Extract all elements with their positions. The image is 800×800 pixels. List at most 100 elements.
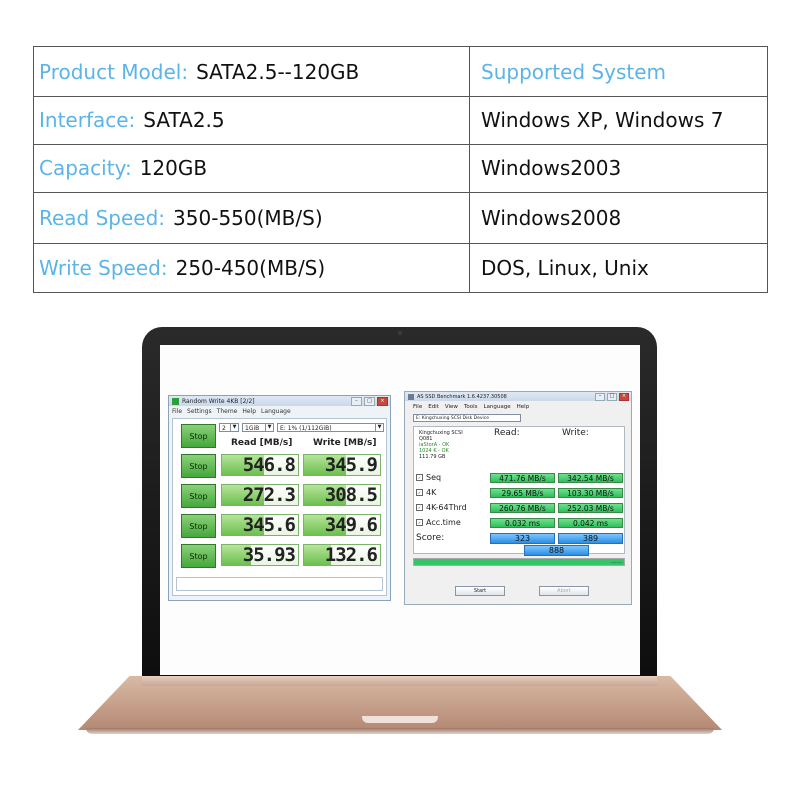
read-value: 345.6 xyxy=(242,514,296,536)
score-total: 888 xyxy=(524,545,589,556)
abort-button[interactable]: Abort xyxy=(539,586,589,596)
checkbox[interactable]: ✓ xyxy=(416,474,423,481)
read-value: 546.8 xyxy=(242,454,296,476)
drive-value: E: Kingchuxing SCSI Disk Device xyxy=(416,416,490,421)
menu-help[interactable]: Help xyxy=(242,408,257,415)
table-row: Write Speed: 250-450(MB/S) DOS, Linux, Un… xyxy=(34,243,767,293)
drive-info: Kingchuxing SCSI Q081 iaStorA - OK 1024 … xyxy=(419,430,463,460)
count-value: 2 xyxy=(222,425,226,432)
spec-cell: Capacity: 120GB xyxy=(39,144,464,192)
test-label: Seq xyxy=(426,473,442,482)
system-item: Windows XP, Windows 7 xyxy=(481,108,724,132)
test-row-seq: ✓Seq xyxy=(416,473,441,482)
stop-button[interactable]: Stop xyxy=(181,514,216,538)
menu-theme[interactable]: Theme xyxy=(216,408,238,415)
minimize-icon[interactable]: – xyxy=(351,397,362,406)
maximize-icon[interactable]: □ xyxy=(607,393,617,401)
write-fill xyxy=(304,455,346,475)
stop-button[interactable]: Stop xyxy=(181,454,216,478)
progress-time: --:--:-- xyxy=(610,560,622,565)
size-select[interactable]: 1GiB▼ xyxy=(242,423,274,432)
write-result: 252.03 MB/s xyxy=(558,503,623,513)
menu-settings[interactable]: Settings xyxy=(187,408,212,415)
progress-fill xyxy=(414,559,624,565)
results-panel: Kingchuxing SCSI Q081 iaStorA - OK 1024 … xyxy=(413,426,625,556)
laptop-hinge xyxy=(142,676,657,686)
system-item: DOS, Linux, Unix xyxy=(481,256,649,280)
spec-label: Write Speed: xyxy=(39,256,168,280)
read-value: 272.3 xyxy=(242,484,296,506)
stop-button[interactable]: Stop xyxy=(181,484,216,508)
window-controls: – □ × xyxy=(351,397,388,406)
checkbox[interactable]: ✓ xyxy=(416,504,423,511)
stop-all-button[interactable]: Stop xyxy=(181,424,216,448)
test-row-4k: ✓4K xyxy=(416,488,436,497)
write-result: 308.5 xyxy=(303,484,381,506)
write-value: 308.5 xyxy=(324,484,378,506)
window-titlebar[interactable]: Random Write 4KB [2/2] – □ × xyxy=(169,396,390,406)
spec-value: 250-450(MB/S) xyxy=(175,256,326,280)
menu-bar: File Settings Theme Help Language xyxy=(172,408,291,415)
read-result: 29.65 MB/s xyxy=(490,488,555,498)
chevron-down-icon: ▼ xyxy=(375,424,383,431)
supported-system-header: Supported System xyxy=(481,59,666,84)
window-title: AS SSD Benchmark 1.6.4237.30508 xyxy=(417,393,507,400)
test-label: 4K-64Thrd xyxy=(426,503,467,512)
drive-select[interactable]: E: 1% (1/112GiB)▼ xyxy=(277,423,384,432)
checkbox[interactable]: ✓ xyxy=(416,519,423,526)
spec-value: SATA2.5 xyxy=(143,108,225,132)
spec-cell: Interface:SATA2.5 xyxy=(39,96,464,144)
menu-file[interactable]: File xyxy=(172,408,183,415)
spec-cell: Product Model:SATA2.5--120GB xyxy=(39,47,464,96)
drive-size: 111.79 GB xyxy=(419,454,446,460)
read-result: 345.6 xyxy=(221,514,299,536)
window-titlebar[interactable]: AS SSD Benchmark 1.6.4237.30508 – □ × xyxy=(405,392,631,401)
write-fill xyxy=(304,515,346,535)
read-fill xyxy=(222,545,251,565)
write-value: 345.9 xyxy=(324,454,378,476)
read-result: 272.3 xyxy=(221,484,299,506)
write-value: 349.6 xyxy=(324,514,378,536)
size-value: 1GiB xyxy=(245,425,260,432)
crystaldiskmark-window: Random Write 4KB [2/2] – □ × File Settin… xyxy=(168,395,391,601)
comment-field[interactable] xyxy=(176,577,383,591)
laptop-notch xyxy=(362,716,438,723)
table-row: Interface:SATA2.5 Windows XP, Windows 7 xyxy=(34,96,767,145)
score-write: 389 xyxy=(558,533,623,544)
laptop-base-edge xyxy=(86,728,714,734)
checkbox[interactable]: ✓ xyxy=(416,489,423,496)
read-fill xyxy=(222,485,264,505)
test-label: 4K xyxy=(426,488,437,497)
benchmark-panel: Stop 2▼ 1GiB▼ E: 1% (1/112GiB)▼ Read [MB… xyxy=(172,418,387,596)
menu-edit[interactable]: Edit xyxy=(428,404,439,410)
menu-language[interactable]: Language xyxy=(483,404,511,410)
system-item: Windows2008 xyxy=(481,205,622,230)
close-icon[interactable]: × xyxy=(377,397,388,406)
menu-view[interactable]: View xyxy=(444,404,458,410)
read-fill xyxy=(222,455,264,475)
menu-tools[interactable]: Tools xyxy=(463,404,478,410)
spec-value: 120GB xyxy=(139,156,208,180)
count-select[interactable]: 2▼ xyxy=(219,423,239,432)
drive-select[interactable]: E: Kingchuxing SCSI Disk Device xyxy=(413,414,521,422)
read-header: Read [MB/s] xyxy=(231,438,293,448)
start-button[interactable]: Start xyxy=(455,586,505,596)
read-fill xyxy=(222,515,264,535)
spec-label: Capacity: xyxy=(39,156,132,180)
write-result: 132.6 xyxy=(303,544,381,566)
progress-bar: --:--:-- xyxy=(413,558,625,566)
write-value: 132.6 xyxy=(324,544,378,566)
maximize-icon[interactable]: □ xyxy=(364,397,375,406)
minimize-icon[interactable]: – xyxy=(595,393,605,401)
spec-value: 350-550(MB/S) xyxy=(173,205,323,230)
read-value: 35.93 xyxy=(242,544,296,566)
menu-file[interactable]: File xyxy=(413,404,423,410)
read-header: Read: xyxy=(494,428,520,438)
menu-bar: File Edit View Tools Language Help xyxy=(413,404,529,410)
menu-language[interactable]: Language xyxy=(261,408,291,415)
app-icon xyxy=(172,397,179,405)
menu-help[interactable]: Help xyxy=(516,404,530,410)
write-header: Write: xyxy=(562,428,589,438)
stop-button[interactable]: Stop xyxy=(181,544,216,568)
close-icon[interactable]: × xyxy=(619,393,629,401)
